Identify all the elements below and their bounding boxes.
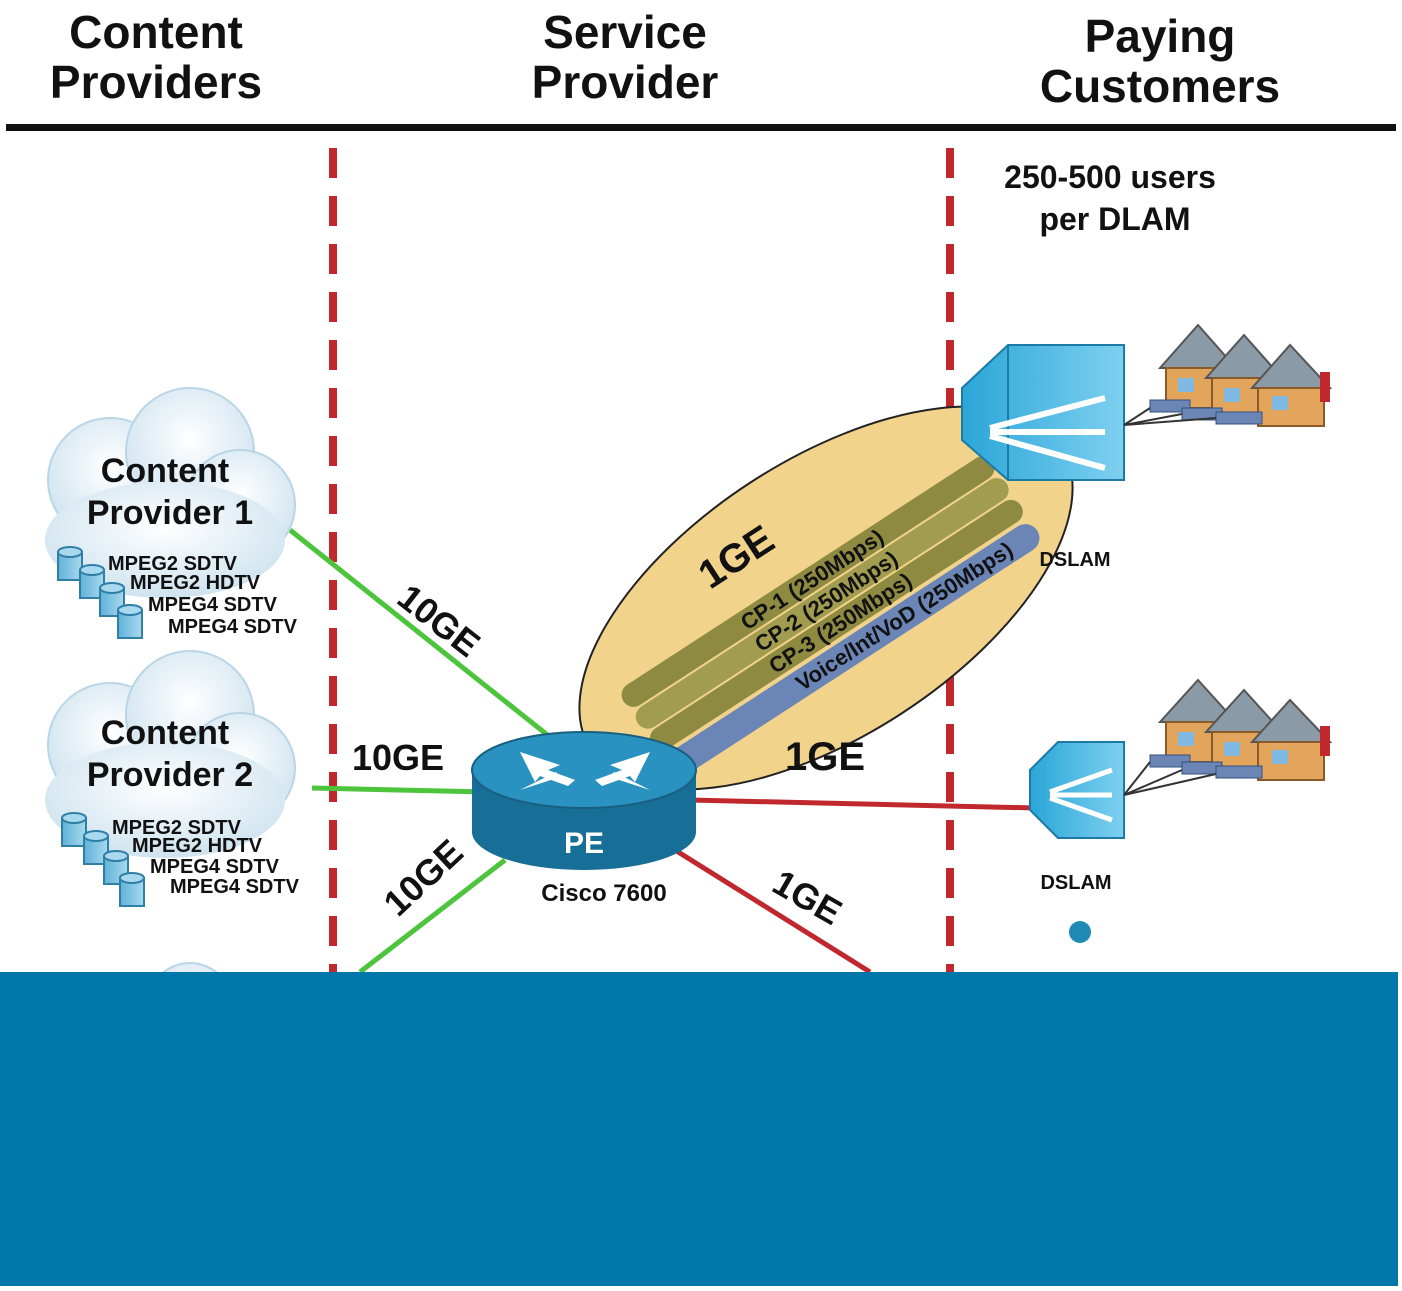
users-note-line1: 250-500 users bbox=[1004, 159, 1216, 195]
dslam-icon bbox=[961, 344, 1125, 481]
link-cp1-pe bbox=[288, 528, 562, 747]
pe-model-label: Cisco 7600 bbox=[541, 880, 666, 907]
cp1-format-2: MPEG2 HDTV bbox=[130, 572, 261, 594]
content-provider-1: Content Provider 1 MPEG2 SDTV MPEG2 HDTV… bbox=[45, 387, 298, 639]
link-label-cp3: 10GE bbox=[375, 831, 470, 924]
modem-icon bbox=[1149, 754, 1263, 779]
cp2-format-2: MPEG2 HDTV bbox=[132, 835, 263, 857]
link-pe-dslam3 bbox=[673, 847, 872, 975]
header-content-providers-line2: Providers bbox=[50, 56, 262, 108]
houses-group-2 bbox=[1123, 678, 1333, 796]
modem-icon bbox=[1149, 399, 1263, 425]
cp1-format-3: MPEG4 SDTV bbox=[148, 594, 278, 616]
tunnel-voice bbox=[665, 524, 1040, 777]
header-service-provider-line1: Service bbox=[543, 6, 707, 58]
dslam-2: DSLAM bbox=[1029, 741, 1125, 943]
cp2-format-4: MPEG4 SDTV bbox=[170, 876, 300, 898]
link-label-pe-dslam3: 1GE bbox=[766, 861, 849, 933]
access-lines bbox=[1123, 761, 1217, 796]
link-label-cp2: 10GE bbox=[352, 737, 444, 778]
cp2-format-1: MPEG2 SDTV bbox=[112, 817, 242, 839]
header-rule bbox=[6, 124, 1396, 131]
header-service-provider: Service Provider bbox=[532, 6, 719, 108]
cp1-name-line1: Content bbox=[101, 452, 229, 490]
database-icon bbox=[61, 812, 145, 907]
cp1-format-4: MPEG4 SDTV bbox=[168, 616, 298, 638]
cp2-format-3: MPEG4 SDTV bbox=[150, 856, 280, 878]
users-note-line2: per DLAM bbox=[1039, 201, 1190, 237]
header-content-providers-line1: Content bbox=[69, 6, 243, 58]
router-icon bbox=[471, 731, 697, 870]
cp2-name-line2: Provider 2 bbox=[87, 756, 253, 794]
access-lines bbox=[1123, 407, 1217, 426]
link-cp2-pe bbox=[311, 785, 489, 795]
dslam-icon bbox=[1029, 741, 1125, 839]
cp2-name-line1: Content bbox=[101, 714, 229, 752]
cloud-icon bbox=[45, 650, 296, 858]
pe-label: PE bbox=[564, 827, 604, 860]
link-label-pe-dslam2: 1GE bbox=[785, 735, 865, 779]
header-paying-customers-line2: Customers bbox=[1040, 60, 1280, 112]
tunnel-cp3 bbox=[649, 499, 1023, 751]
header-paying-customers: Paying Customers bbox=[1040, 10, 1280, 112]
house-icon bbox=[1249, 343, 1333, 427]
link-pe-dslam2 bbox=[689, 797, 1036, 811]
house-icon bbox=[1249, 698, 1333, 781]
dslam-1-label: DSLAM bbox=[1039, 549, 1110, 571]
header-content-providers: Content Providers bbox=[50, 6, 262, 108]
pe-router: PE Cisco 7600 bbox=[471, 731, 697, 907]
cp1-name-line2: Provider 1 bbox=[87, 494, 253, 532]
link-cp3-pe bbox=[358, 858, 507, 974]
header-paying-customers-line1: Paying bbox=[1085, 10, 1236, 62]
bundle-tunnels: CP-1 (250Mbps) CP-2 (250Mbps) CP-3 (250M… bbox=[621, 456, 1040, 777]
tunnel-cp2 bbox=[635, 478, 1009, 729]
bottom-overlay-panel bbox=[0, 972, 1398, 1286]
content-provider-2: Content Provider 2 MPEG2 SDTV MPEG2 HDTV… bbox=[45, 650, 300, 907]
houses-group-1 bbox=[1123, 323, 1333, 427]
dslam-1: DSLAM bbox=[961, 344, 1125, 571]
database-icon bbox=[57, 546, 143, 639]
dslam-2-label: DSLAM bbox=[1040, 872, 1111, 894]
tunnel-cp1 bbox=[621, 456, 995, 707]
cp1-format-1: MPEG2 SDTV bbox=[108, 553, 238, 575]
header-service-provider-line2: Provider bbox=[532, 56, 719, 108]
dslam-3-indicator-dot bbox=[1069, 921, 1091, 943]
